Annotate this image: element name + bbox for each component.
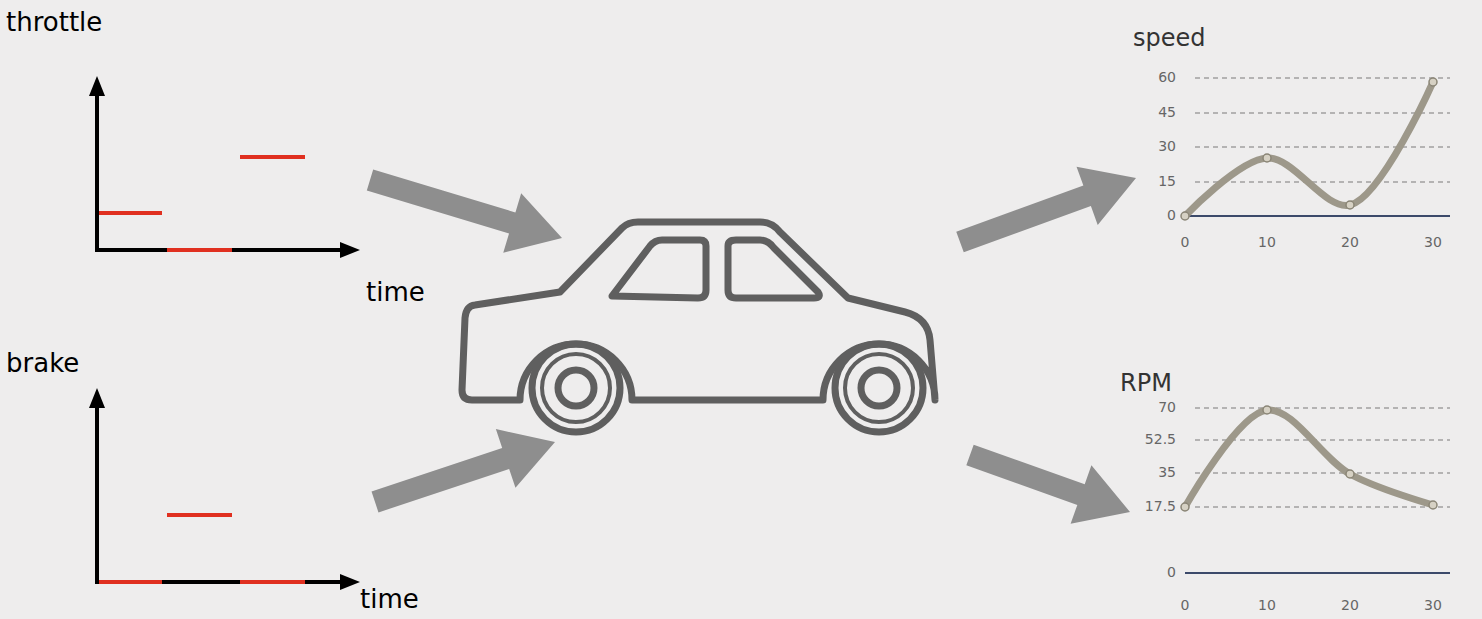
chart-curves bbox=[1181, 78, 1437, 511]
axis-title: throttle bbox=[6, 8, 102, 37]
tick-label: 17.5 bbox=[1145, 499, 1176, 514]
flow-arrow bbox=[956, 167, 1136, 253]
tick-label: 35 bbox=[1158, 465, 1176, 480]
car-illustration bbox=[462, 222, 935, 432]
data-point bbox=[1429, 78, 1437, 86]
axis-title: brake bbox=[6, 349, 79, 378]
tick-label: 0 bbox=[1181, 598, 1190, 613]
grid-line bbox=[1195, 181, 1450, 182]
axis-arrowhead bbox=[89, 388, 105, 408]
axis-title: time bbox=[366, 278, 425, 307]
car-wheel bbox=[845, 354, 913, 422]
axis-line bbox=[95, 404, 99, 584]
grid-line bbox=[1195, 77, 1450, 78]
tick-label: 0 bbox=[1167, 208, 1176, 223]
tick-label: 30 bbox=[1424, 235, 1442, 250]
tick-label: 0 bbox=[1181, 235, 1190, 250]
brake-signal bbox=[99, 515, 305, 582]
data-point bbox=[1181, 212, 1189, 220]
grid-line bbox=[1195, 112, 1450, 113]
signal-segment bbox=[99, 580, 162, 584]
throttle-signal bbox=[99, 157, 305, 250]
car-wheel bbox=[532, 344, 620, 432]
data-point bbox=[1346, 201, 1354, 209]
chart-baseline bbox=[1185, 215, 1450, 217]
grid-line bbox=[1195, 506, 1450, 507]
car-wheel-hub bbox=[861, 370, 897, 406]
signal-segment bbox=[99, 211, 162, 215]
data-point bbox=[1181, 503, 1189, 511]
car-wheel bbox=[542, 354, 610, 422]
tick-label: 30 bbox=[1424, 598, 1442, 613]
signal-segment bbox=[240, 155, 305, 159]
flow-arrows bbox=[367, 167, 1136, 524]
tick-label: 10 bbox=[1258, 598, 1276, 613]
signal-segment bbox=[167, 513, 232, 517]
axis-arrowhead bbox=[340, 574, 360, 590]
chart-title: speed bbox=[1133, 25, 1206, 51]
data-point bbox=[1429, 501, 1437, 509]
tick-label: 10 bbox=[1258, 235, 1276, 250]
chart-curve bbox=[1185, 82, 1433, 216]
chart-baseline bbox=[1185, 572, 1450, 574]
grid-line bbox=[1195, 472, 1450, 473]
axis-line bbox=[95, 92, 99, 252]
grid-line bbox=[1195, 146, 1450, 147]
signal-segment bbox=[240, 580, 305, 584]
flow-arrow bbox=[367, 169, 562, 252]
throttle-graph bbox=[89, 76, 360, 258]
brake-graph bbox=[89, 388, 360, 590]
tick-label: 70 bbox=[1158, 400, 1176, 415]
tick-label: 15 bbox=[1158, 174, 1176, 189]
car-window bbox=[728, 240, 819, 298]
tick-label: 0 bbox=[1167, 565, 1176, 580]
chart-title: RPM bbox=[1120, 370, 1172, 396]
data-point bbox=[1346, 470, 1354, 478]
axis-title: time bbox=[360, 585, 419, 614]
axis-line bbox=[95, 580, 344, 584]
tick-label: 45 bbox=[1158, 105, 1176, 120]
rpm-chart-grid bbox=[1195, 408, 1450, 507]
flow-arrow bbox=[966, 445, 1130, 524]
grid-line bbox=[1195, 407, 1450, 408]
axis-arrowhead bbox=[89, 76, 105, 96]
chart-curve bbox=[1185, 410, 1433, 507]
flow-arrow bbox=[372, 429, 555, 512]
tick-label: 20 bbox=[1341, 598, 1359, 613]
signal-segment bbox=[167, 248, 232, 252]
data-point bbox=[1263, 154, 1271, 162]
tick-label: 52.5 bbox=[1145, 432, 1176, 447]
tick-label: 60 bbox=[1158, 70, 1176, 85]
axis-line bbox=[95, 248, 344, 252]
car-wheel bbox=[835, 344, 923, 432]
car-wheel-hub bbox=[558, 370, 594, 406]
axis-arrowhead bbox=[340, 242, 360, 258]
tick-label: 20 bbox=[1341, 235, 1359, 250]
car-window bbox=[612, 240, 706, 298]
data-point bbox=[1263, 406, 1271, 414]
tick-label: 30 bbox=[1158, 139, 1176, 154]
